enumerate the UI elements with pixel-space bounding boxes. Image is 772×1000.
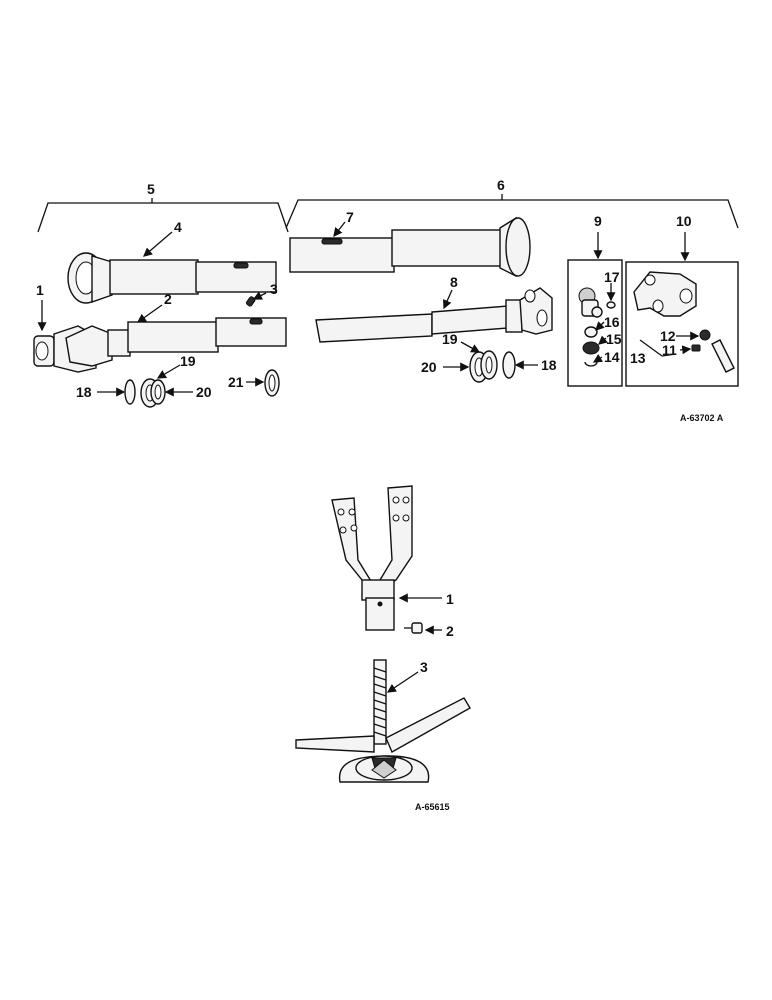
ring-set-right xyxy=(469,350,516,383)
callout-top-1: 1 xyxy=(36,282,44,298)
bracket-6 xyxy=(285,199,739,229)
shaft-half-2 xyxy=(33,317,287,373)
bolt-2 xyxy=(404,622,423,634)
callout-top-8: 8 xyxy=(450,274,458,290)
figure-code-bottom: A-65615 xyxy=(415,802,450,812)
callout-top-19b: 19 xyxy=(442,331,458,347)
callout-top-20a: 20 xyxy=(196,384,212,400)
bracket-1 xyxy=(331,485,413,631)
box-10 xyxy=(625,261,739,387)
callout-top-4: 4 xyxy=(174,219,182,235)
callout-top-14: 14 xyxy=(604,349,620,365)
callout-bottom-2: 2 xyxy=(446,623,454,639)
callout-top-15: 15 xyxy=(606,331,622,347)
shield-tube-4 xyxy=(67,252,277,304)
ring-set-left xyxy=(124,378,166,408)
callout-top-20b: 20 xyxy=(421,359,437,375)
callout-top-19a: 19 xyxy=(180,353,196,369)
callout-top-16: 16 xyxy=(604,314,620,330)
callout-top-9: 9 xyxy=(594,213,602,229)
jack-stand-3 xyxy=(295,659,471,783)
callout-top-6: 6 xyxy=(497,177,505,193)
callout-top-7: 7 xyxy=(346,209,354,225)
top-assembly: 1 2 3 4 5 6 7 8 9 10 11 12 13 14 15 16 1… xyxy=(33,177,739,423)
callout-top-18b: 18 xyxy=(541,357,557,373)
callout-top-3: 3 xyxy=(270,281,278,297)
callout-top-11: 11 xyxy=(662,342,677,358)
callout-bottom-3: 3 xyxy=(420,659,428,675)
pin-3 xyxy=(245,296,256,307)
shield-tube-7 xyxy=(289,216,531,278)
figure-code-top: A-63702 A xyxy=(680,413,724,423)
box-9 xyxy=(567,259,623,387)
bottom-assembly: 1 2 3 A-65615 xyxy=(295,485,471,812)
callout-top-21: 21 xyxy=(228,374,244,390)
callout-top-17: 17 xyxy=(604,269,620,285)
ring-21 xyxy=(264,369,280,397)
callout-top-2: 2 xyxy=(164,291,172,307)
callout-top-13: 13 xyxy=(630,350,646,366)
callout-top-5: 5 xyxy=(147,181,155,197)
shaft-half-8 xyxy=(315,287,553,343)
callout-top-10: 10 xyxy=(676,213,692,229)
bracket-5 xyxy=(37,202,289,233)
callout-bottom-1: 1 xyxy=(446,591,454,607)
callout-top-12: 12 xyxy=(660,328,676,344)
callout-top-18a: 18 xyxy=(76,384,92,400)
